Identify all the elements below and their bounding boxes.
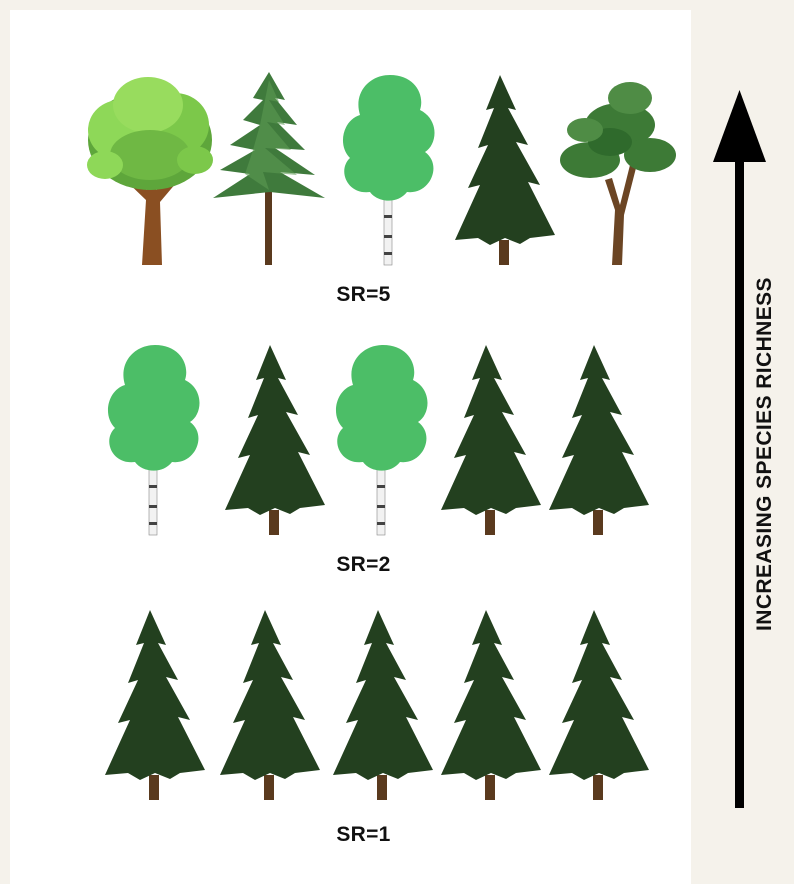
spruce-tree-icon xyxy=(225,345,325,535)
spruce-tree-icon xyxy=(220,610,320,800)
birch-tree-icon xyxy=(335,345,428,536)
birch-tree-icon xyxy=(342,75,435,266)
tree-row-sr1 xyxy=(0,605,681,805)
spruce-tree-icon xyxy=(441,610,541,800)
row-label-sr1: SR=1 xyxy=(336,823,391,846)
spruce-tree-icon xyxy=(441,345,541,535)
spruce-tree-icon xyxy=(549,610,649,800)
birch-tree-icon xyxy=(107,345,200,536)
spruce-tree-icon xyxy=(105,610,205,800)
pine-tree-icon xyxy=(213,72,325,265)
axis-title: INCREASING SPECIES RICHNESS xyxy=(753,277,776,631)
tree-row-sr2 xyxy=(0,340,681,540)
spruce-tree-icon xyxy=(549,345,649,535)
row-label-sr2: SR=2 xyxy=(336,553,391,576)
spruce-tree-icon xyxy=(455,75,555,265)
spruce-tree-icon xyxy=(333,610,433,800)
bonsai-pine-tree-icon xyxy=(560,82,676,265)
up-arrow-icon xyxy=(713,90,766,808)
species-richness-arrow xyxy=(700,90,780,810)
oak-tree-icon xyxy=(87,77,213,265)
row-label-sr5: SR=5 xyxy=(336,283,391,306)
tree-row-sr5 xyxy=(0,70,681,270)
